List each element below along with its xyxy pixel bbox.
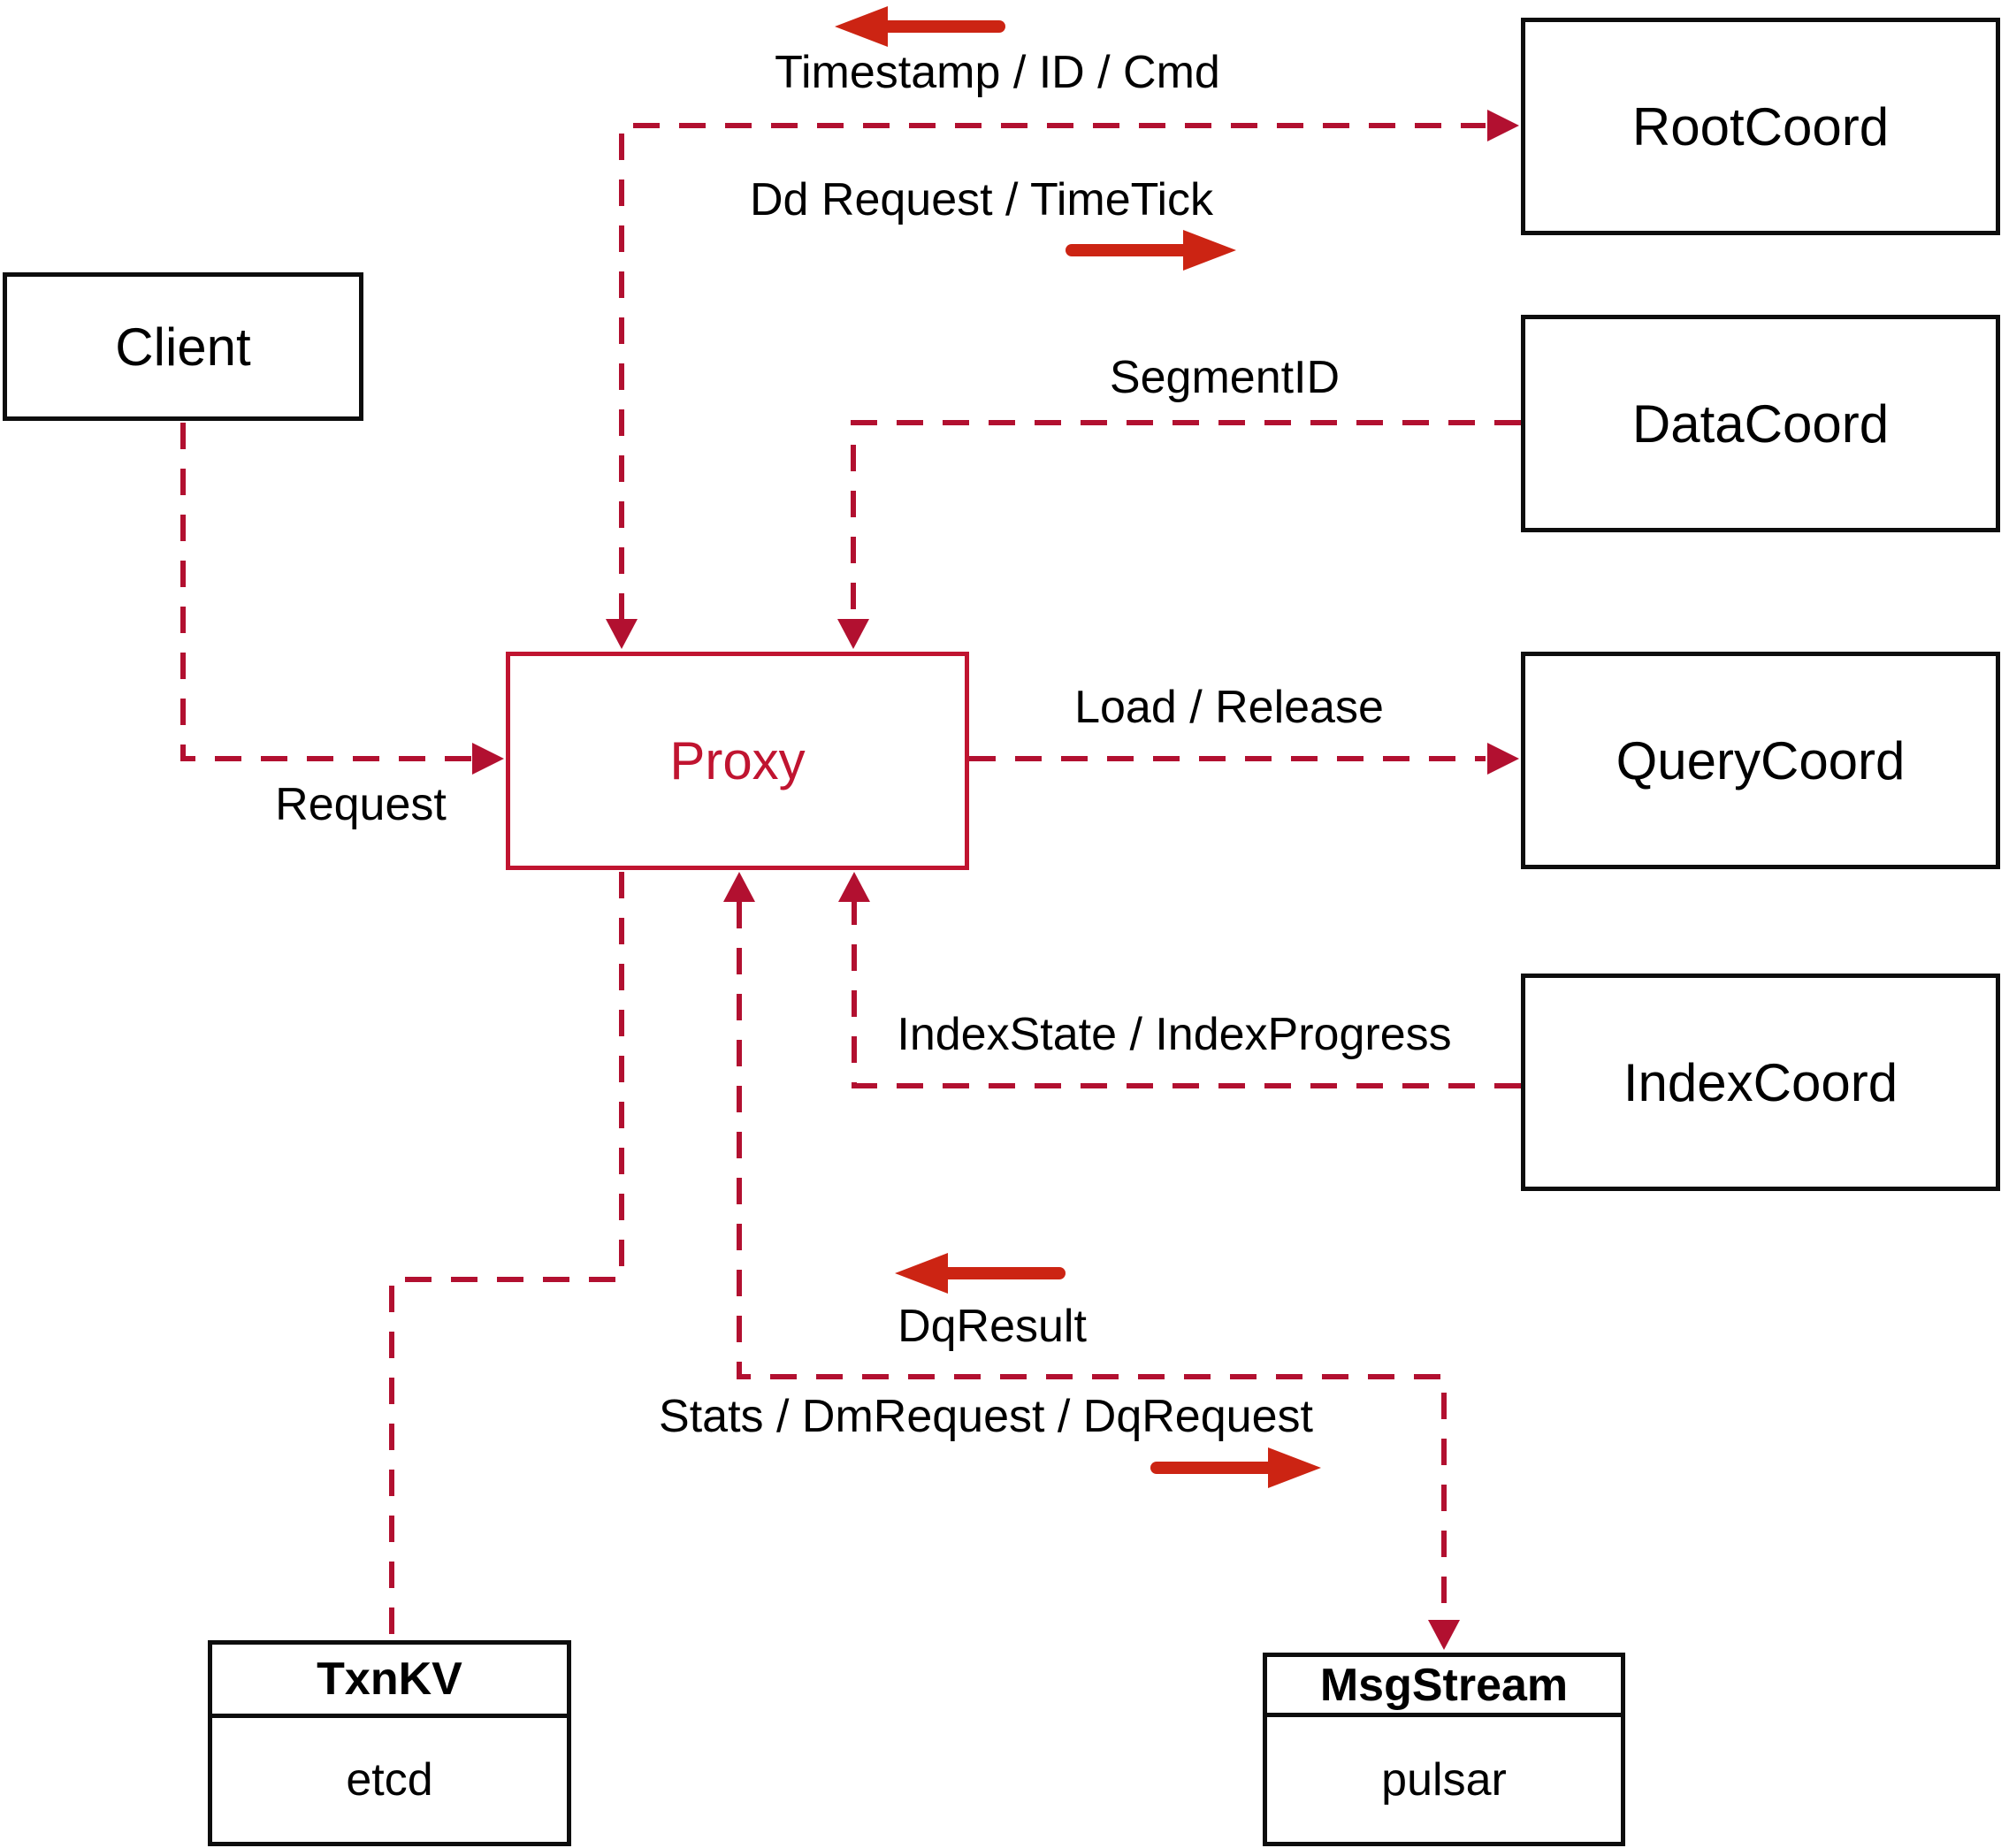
- node-querycoord-label: QueryCoord: [1616, 730, 1906, 790]
- edge-label-index-state: IndexState / IndexProgress: [897, 1009, 1452, 1060]
- edge-label-request: Request: [275, 779, 447, 830]
- edge-label-dd-request: Dd Request / TimeTick: [749, 174, 1214, 225]
- arrowhead-down-icon: [606, 619, 638, 649]
- arrowhead-up-icon: [723, 872, 755, 902]
- dd-request-direction-right-arrow-icon: [1066, 230, 1236, 271]
- dq-result-direction-left-arrow-icon: [895, 1253, 1066, 1294]
- node-proxy-label: Proxy: [669, 731, 806, 790]
- node-querycoord: QueryCoord: [1521, 652, 2000, 869]
- node-indexcoord: IndexCoord: [1521, 974, 2000, 1191]
- proxy-msgstream-connector: [723, 872, 1460, 1650]
- node-client-label: Client: [115, 317, 251, 377]
- node-msgstream-title: MsgStream: [1267, 1657, 1621, 1717]
- client-proxy-connector: [180, 423, 504, 775]
- arrowhead-right-icon: [472, 743, 504, 775]
- node-msgstream: MsgStream pulsar: [1263, 1653, 1625, 1846]
- node-msgstream-impl: pulsar: [1381, 1753, 1507, 1806]
- node-proxy: Proxy: [506, 652, 969, 870]
- edge-label-stats: Stats / DmRequest / DqRequest: [659, 1391, 1313, 1442]
- arrowhead-up-icon: [838, 872, 870, 902]
- datacoord-proxy-connector: [837, 420, 1521, 649]
- node-datacoord-label: DataCoord: [1631, 393, 1890, 454]
- proxy-txnkv-connector: [389, 872, 624, 1638]
- node-indexcoord-label: IndexCoord: [1623, 1052, 1898, 1112]
- edge-label-segment-id: SegmentID: [1109, 352, 1341, 403]
- node-txnkv: TxnKV etcd: [208, 1640, 571, 1846]
- arrowhead-down-icon: [1428, 1620, 1460, 1650]
- arrowhead-down-icon: [837, 619, 869, 649]
- proxy-querycoord-connector: [969, 743, 1519, 775]
- timestamp-direction-left-arrow-icon: [835, 6, 1005, 47]
- arrowhead-right-icon: [1487, 110, 1519, 141]
- node-txnkv-impl: etcd: [346, 1754, 433, 1806]
- edge-label-dq-result: DqResult: [898, 1301, 1087, 1352]
- node-txnkv-title: TxnKV: [212, 1645, 567, 1718]
- stats-direction-right-arrow-icon: [1150, 1447, 1321, 1488]
- node-client: Client: [3, 272, 363, 421]
- edge-label-timestamp: Timestamp / ID / Cmd: [775, 47, 1220, 98]
- node-rootcoord: RootCoord: [1521, 18, 2000, 235]
- indexcoord-proxy-connector: [838, 872, 1521, 1088]
- arrowhead-right-icon: [1487, 743, 1519, 775]
- node-rootcoord-label: RootCoord: [1631, 96, 1890, 157]
- proxy-rootcoord-connector: [606, 110, 1519, 649]
- edge-label-load-release: Load / Release: [1074, 682, 1384, 733]
- node-datacoord: DataCoord: [1521, 315, 2000, 532]
